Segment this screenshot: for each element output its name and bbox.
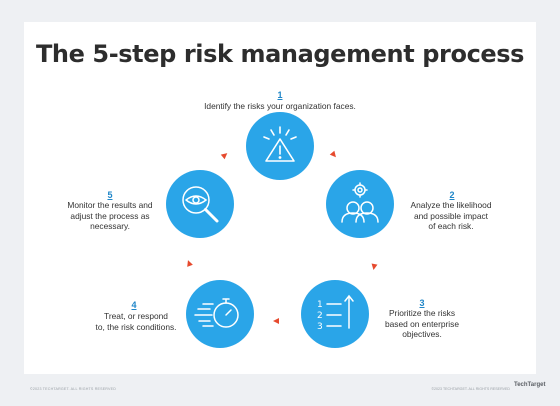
step-1-number: 1 <box>277 90 283 100</box>
numbered-list-icon: 1 2 3 <box>317 294 354 332</box>
step-3-circle: 1 2 3 <box>301 280 369 348</box>
diagram-card <box>24 22 536 374</box>
step-4-text: Treat, or respond to, the risk condition… <box>95 311 177 332</box>
arrow-2-to-3 <box>370 263 378 271</box>
footer-copyright-right: ©2023 TECHTARGET. ALL RIGHTS RESERVED <box>431 387 510 391</box>
warning-triangle-icon <box>263 126 297 162</box>
step-5-text: Monitor the results and adjust the proce… <box>67 200 153 231</box>
step-3-text: Prioritize the risks based on enterprise… <box>384 308 460 339</box>
step-1-text: Identify the risks your organization fac… <box>204 101 356 111</box>
step-1-circle <box>246 112 314 180</box>
step-4-circle <box>186 280 254 348</box>
page-title: The 5-step risk management process <box>35 40 525 68</box>
people-gear-icon <box>341 182 379 223</box>
techtarget-logo: TechTarget <box>514 382 546 388</box>
svg-text:1: 1 <box>317 300 323 310</box>
step-2-circle <box>326 170 394 238</box>
step-2-number: 2 <box>449 190 455 200</box>
step-4-number: 4 <box>131 300 137 310</box>
svg-text:3: 3 <box>317 322 323 332</box>
step-2-text: Analyze the likelihood and possible impa… <box>410 200 492 231</box>
step-5-circle <box>166 170 234 238</box>
magnifier-eye-icon <box>182 186 219 223</box>
step-5-number: 5 <box>107 190 113 200</box>
step-3-number: 3 <box>419 298 425 308</box>
svg-text:2: 2 <box>317 311 323 321</box>
stopwatch-speed-icon <box>194 298 239 328</box>
arrow-3-to-4 <box>273 318 279 324</box>
footer-copyright-left: ©2023 TECHTARGET. ALL RIGHTS RESERVED <box>30 387 117 391</box>
